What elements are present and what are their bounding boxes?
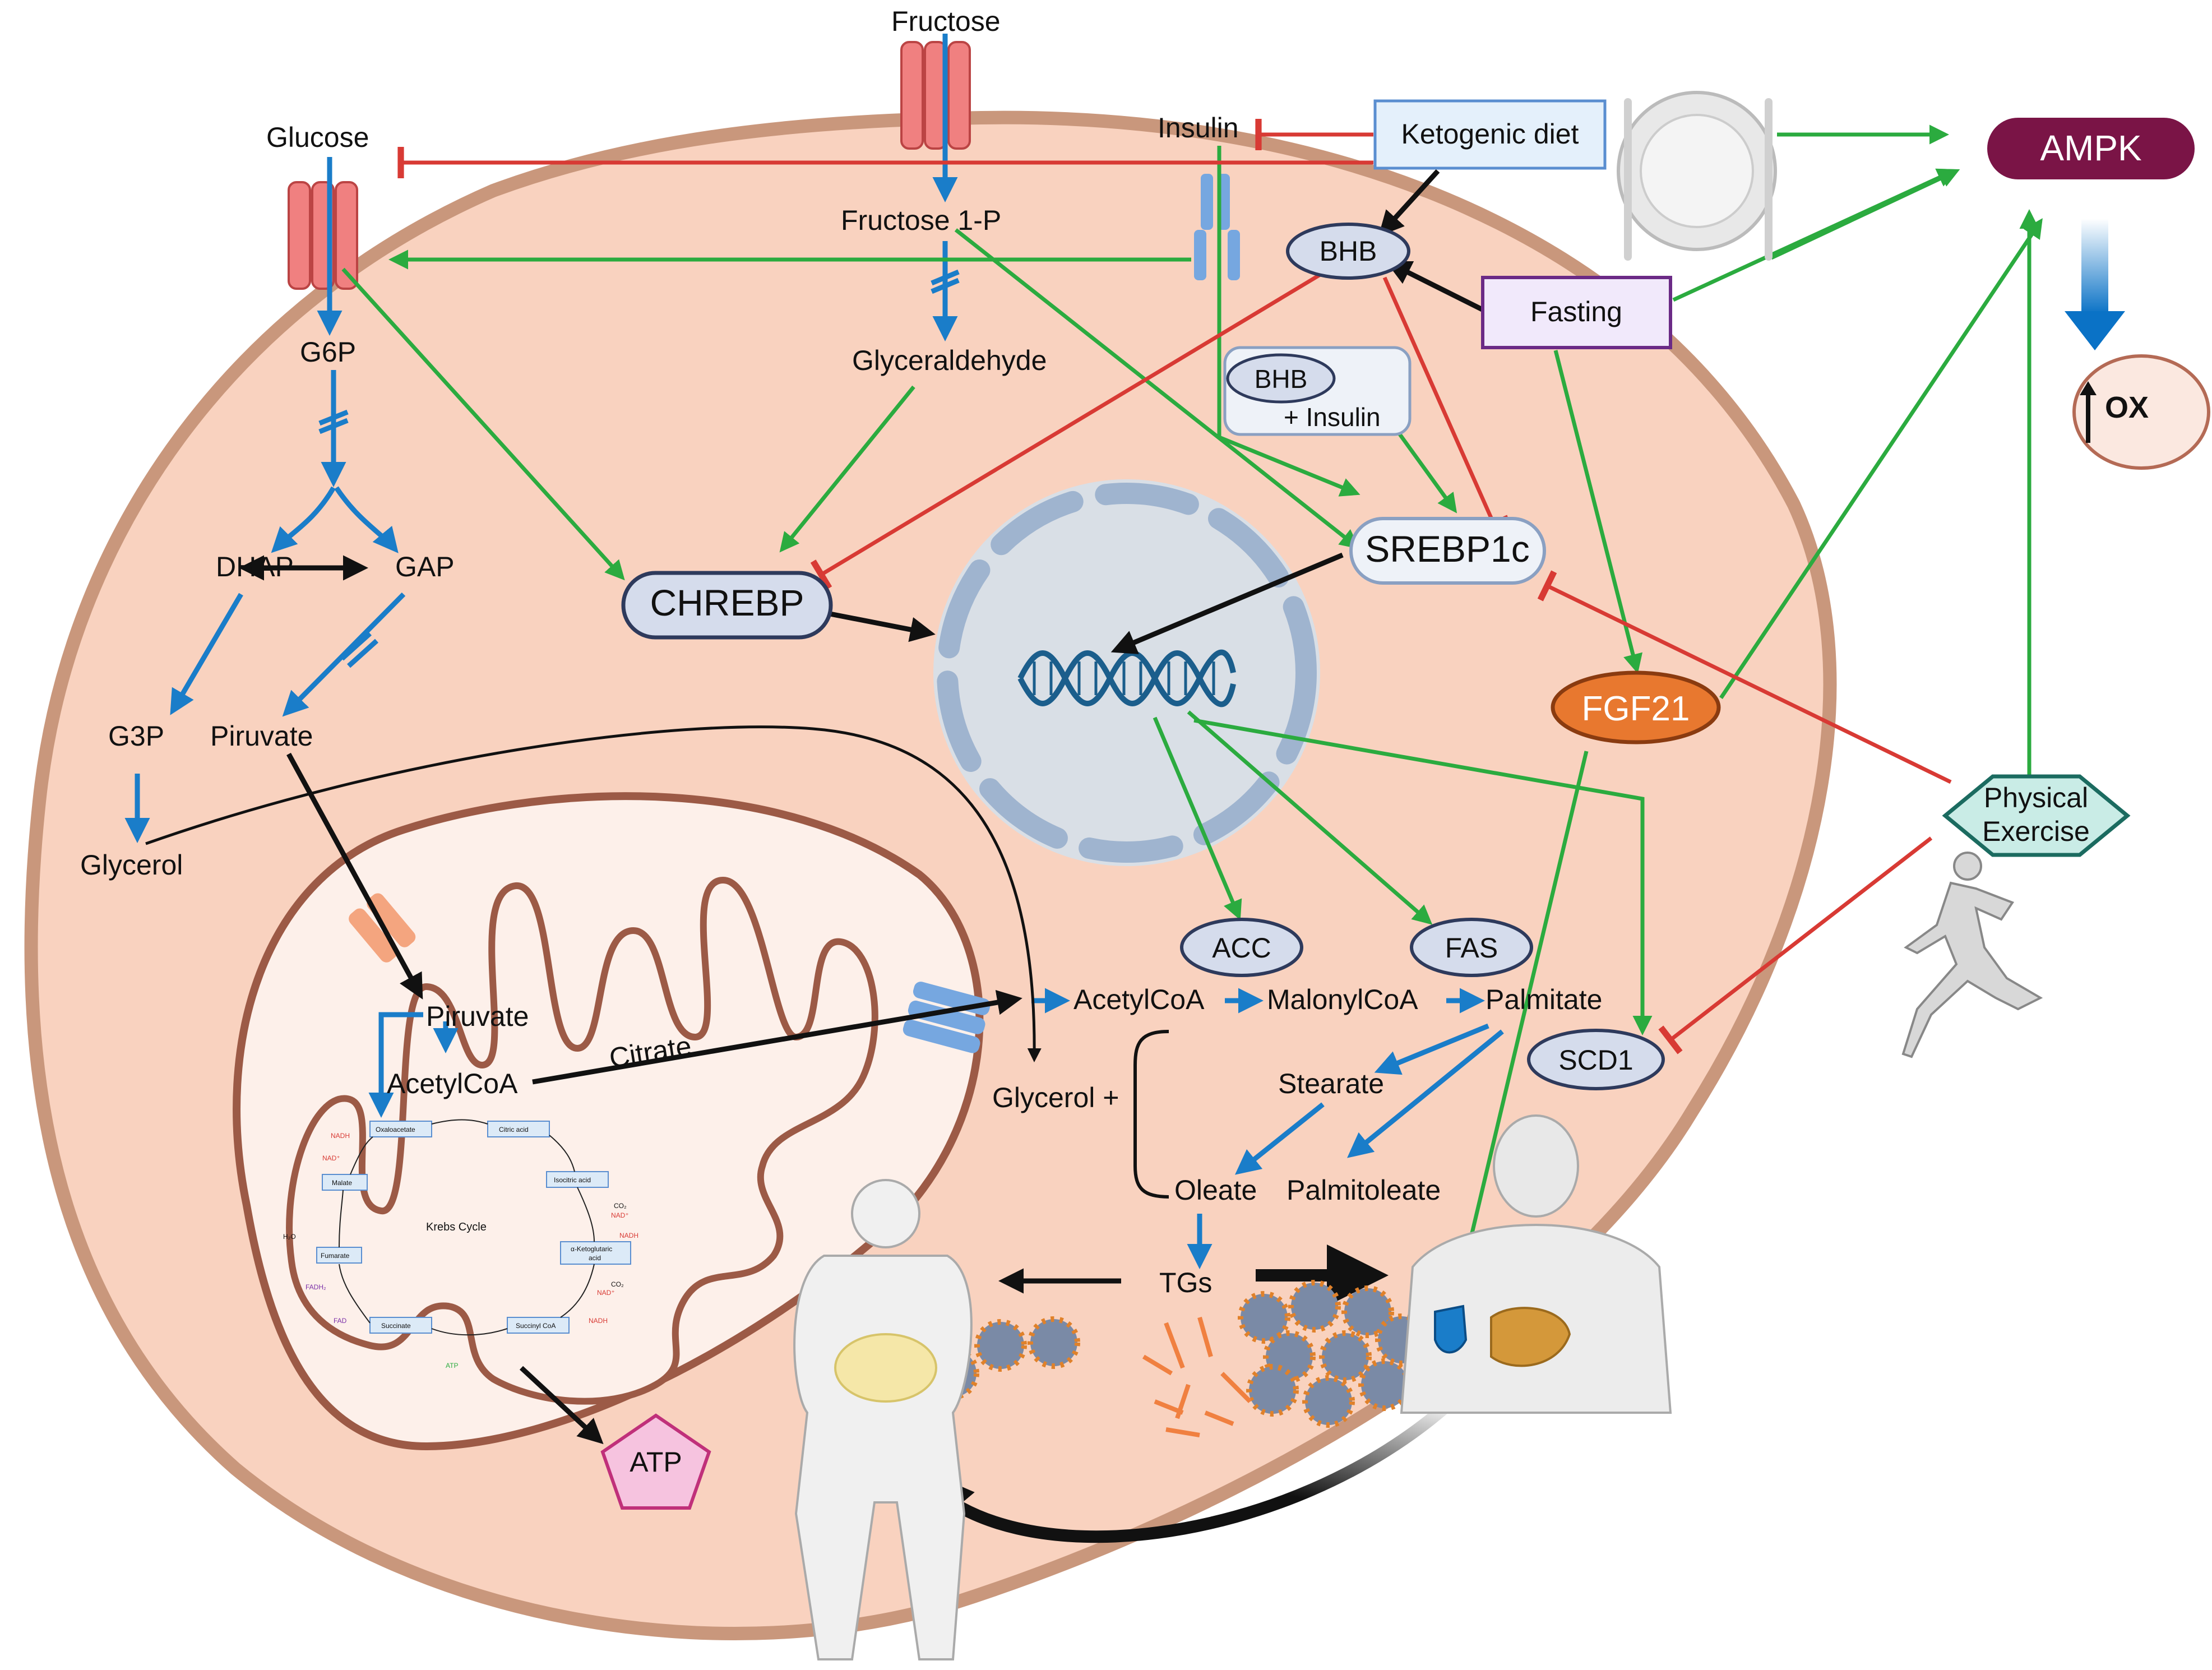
- human-body-liver-icon: [1400, 1114, 1672, 1414]
- krebs-nad-1: NAD⁺: [322, 1154, 340, 1162]
- fasting-label: Fasting: [1530, 296, 1622, 327]
- glucose-label: Glucose: [266, 122, 369, 153]
- ketogenic-diet-label: Ketogenic diet: [1401, 118, 1579, 150]
- obese-body-icon: [793, 1179, 973, 1660]
- lipid-droplets-icon: [927, 1280, 1428, 1428]
- physical-exercise-line2: Exercise: [1982, 816, 2090, 847]
- fasting-box: Fasting: [1481, 276, 1672, 349]
- ketogenic-diet-box: Ketogenic diet: [1373, 99, 1607, 170]
- fgf21-node: FGF21: [1551, 670, 1721, 744]
- insulin-receptor-icon: [1194, 174, 1240, 280]
- stearate-label: Stearate: [1278, 1068, 1384, 1099]
- krebs-succinyl-coa: Succinyl CoA: [516, 1322, 556, 1330]
- krebs-co2-2: CO₂: [611, 1280, 624, 1288]
- oleate-label: Oleate: [1174, 1174, 1257, 1206]
- malonylcoa-label: MalonylCoA: [1267, 984, 1418, 1015]
- glycerol-plus-label: Glycerol +: [992, 1082, 1119, 1113]
- chrebp-node: CHREBP: [621, 571, 833, 640]
- krebs-h2o: H₂O: [283, 1233, 296, 1241]
- atp-node: ATP: [600, 1413, 711, 1510]
- ox-mitochondria-icon: OX: [2072, 354, 2210, 470]
- krebs-citric-acid: Citric acid: [499, 1126, 529, 1134]
- insulin-label: Insulin: [1158, 112, 1239, 144]
- mitochondrion: [233, 792, 984, 1451]
- piruvate-mito-label: Piruvate: [426, 1001, 529, 1032]
- atp-label: ATP: [630, 1446, 682, 1478]
- bhb-insulin-node: BHB + Insulin: [1223, 346, 1412, 436]
- srebp1c-node: SREBP1c: [1349, 517, 1546, 585]
- bhb-node: BHB: [1286, 223, 1410, 280]
- g6p-label: G6P: [300, 336, 356, 368]
- krebs-ketoglutaric-2: acid: [589, 1254, 601, 1262]
- inhibition-lines: [397, 119, 1952, 1054]
- krebs-title: Krebs Cycle: [426, 1221, 487, 1233]
- krebs-co2-1: CO₂: [614, 1202, 627, 1210]
- piruvate-cytosol-label: Piruvate: [210, 720, 313, 752]
- ox-label: OX: [2105, 391, 2149, 424]
- lipogenesis-bracket: [1133, 1030, 1169, 1199]
- acetylcoa-mito-label: AcetylCoA: [387, 1068, 518, 1099]
- fructose-1p-label: Fructose 1-P: [841, 205, 1001, 236]
- bhb-insulin-bhb-label: BHB: [1255, 364, 1308, 394]
- nucleus: [933, 479, 1320, 866]
- ampk-label: AMPK: [2040, 128, 2141, 168]
- chrebp-label: CHREBP: [650, 582, 804, 623]
- fas-node: FAS: [1410, 918, 1533, 977]
- scd1-label: SCD1: [1558, 1044, 1633, 1076]
- fatty-acids-icon: [1142, 1316, 1252, 1437]
- bhb-label: BHB: [1320, 235, 1377, 267]
- gap-label: GAP: [395, 551, 455, 582]
- krebs-nad-2: NAD⁺: [611, 1211, 629, 1219]
- fgf21-label: FGF21: [1582, 690, 1690, 728]
- acc-node: ACC: [1180, 918, 1303, 977]
- g3p-label: G3P: [108, 720, 164, 752]
- fructose-label: Fructose: [891, 6, 1001, 37]
- physical-exercise-node: Physical Exercise: [1942, 774, 2131, 857]
- krebs-ketoglutaric-1: α-Ketoglutaric: [571, 1245, 612, 1253]
- palmitate-label: Palmitate: [1486, 984, 1602, 1015]
- scd1-node: SCD1: [1527, 1029, 1665, 1090]
- srebp1c-label: SREBP1c: [1365, 528, 1529, 570]
- palmitoleate-label: Palmitoleate: [1287, 1174, 1441, 1206]
- krebs-malate: Malate: [332, 1179, 352, 1187]
- plate-icon: [1617, 91, 1777, 261]
- mito-pyruvate-carrier-icon: [349, 893, 416, 963]
- krebs-isocitric-acid: Isocitric acid: [554, 1176, 591, 1184]
- krebs-nad-3: NAD⁺: [597, 1289, 615, 1297]
- krebs-nadh-2: NADH: [619, 1232, 638, 1239]
- krebs-fumarate: Fumarate: [321, 1252, 350, 1260]
- glucose-transporter-icon: [288, 181, 358, 290]
- dhap-label: DHAP: [216, 551, 294, 582]
- krebs-succinate: Succinate: [381, 1322, 411, 1330]
- physical-exercise-line1: Physical: [1984, 782, 2088, 813]
- krebs-fadh2: FADH₂: [306, 1283, 326, 1291]
- glycerol-left-label: Glycerol: [80, 849, 183, 881]
- black-arrows: [145, 169, 1487, 1543]
- krebs-nadh-3: NADH: [589, 1317, 608, 1325]
- acc-label: ACC: [1212, 932, 1271, 964]
- fructose-transporter-icon: [900, 41, 971, 150]
- krebs-atp: ATP: [446, 1362, 458, 1370]
- activation-arrows: [341, 124, 2043, 1310]
- glycolysis-arrows: [124, 34, 1504, 1269]
- krebs-oxaloacetate: Oxaloacetate: [376, 1126, 415, 1134]
- ampk-node: AMPK: [1987, 118, 2195, 179]
- krebs-cycle: Krebs Cycle Oxaloacetate Citric acid Iso…: [283, 1119, 638, 1370]
- krebs-nadh-1: NADH: [331, 1132, 350, 1140]
- ox-increase-arrow-icon: [2065, 219, 2125, 350]
- tgs-label: TGs: [1159, 1267, 1212, 1298]
- krebs-fad: FAD: [334, 1317, 347, 1325]
- fas-label: FAS: [1445, 932, 1498, 964]
- bhb-insulin-text: + Insulin: [1284, 403, 1381, 432]
- glyceraldehyde-label: Glyceraldehyde: [852, 345, 1047, 376]
- runner-icon: [1901, 852, 2043, 1058]
- acetylcoa-label: AcetylCoA: [1073, 984, 1205, 1015]
